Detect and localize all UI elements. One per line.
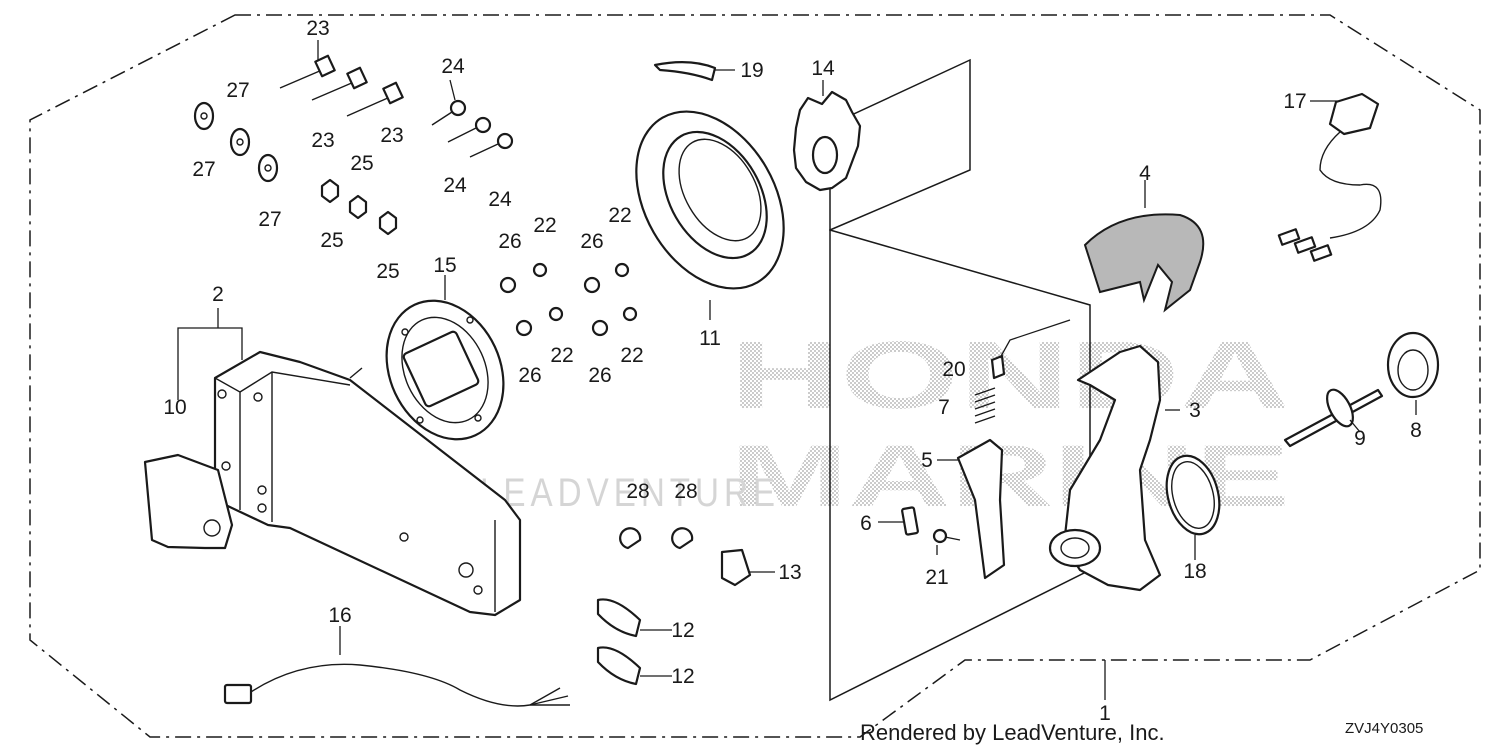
leader-lines <box>177 40 1417 700</box>
callout-17: 17 <box>1283 90 1306 113</box>
callout-14: 14 <box>811 57 835 80</box>
control-box-housing <box>213 350 522 617</box>
callout-27-b: 27 <box>192 158 215 181</box>
callout-22-a: 22 <box>533 214 556 237</box>
lever-cover <box>1083 213 1205 313</box>
callout-18: 18 <box>1183 560 1206 583</box>
credit-text: Rendered by LeadVenture, Inc. <box>860 720 1165 745</box>
bushing-8 <box>1386 331 1440 399</box>
callout-4: 4 <box>1139 162 1151 185</box>
callout-12-lower: 12 <box>671 665 694 688</box>
callout-6: 6 <box>860 512 872 535</box>
callout-23-a: 23 <box>306 17 329 40</box>
callout-24-a: 24 <box>441 55 465 78</box>
lever-small-parts <box>901 354 1006 580</box>
watermark-leadventure: LEADVENTURE <box>480 471 780 515</box>
strip <box>653 61 717 82</box>
callout-19: 19 <box>740 59 763 82</box>
callout-23-c: 23 <box>380 124 403 147</box>
callout-1: 1 <box>1099 702 1111 725</box>
mounting-flange <box>385 299 505 441</box>
callout-9: 9 <box>1354 427 1366 450</box>
control-lever <box>1048 344 1162 592</box>
callout-labels: 1 2 3 4 5 6 7 8 9 10 11 12 12 13 14 15 1… <box>163 17 1422 725</box>
callout-26-b: 26 <box>580 230 603 253</box>
switch-harness-17 <box>1277 92 1382 262</box>
screws-22-washers-26 <box>499 262 638 337</box>
callout-22-d: 22 <box>620 344 643 367</box>
callout-3: 3 <box>1189 399 1201 422</box>
bolts-23 <box>279 54 404 117</box>
ring-cover <box>635 110 785 290</box>
watermark-brand: HONDA <box>730 322 1290 429</box>
callout-12-upper: 12 <box>671 619 694 642</box>
callout-25-c: 25 <box>376 260 399 283</box>
clips-28 <box>619 527 694 550</box>
callout-24-b: 24 <box>443 174 467 197</box>
clip-13 <box>720 548 752 587</box>
links-12 <box>596 598 642 686</box>
gear <box>792 90 862 192</box>
housing-cover <box>143 453 234 550</box>
callout-26-c: 26 <box>518 364 541 387</box>
callout-7: 7 <box>938 396 950 419</box>
shaft-9 <box>1283 388 1384 448</box>
callout-22-c: 22 <box>550 344 573 367</box>
callout-23-b: 23 <box>311 129 334 152</box>
callout-21: 21 <box>925 566 948 589</box>
callout-10: 10 <box>163 396 186 419</box>
callout-20: 20 <box>942 358 965 381</box>
callout-27-a: 27 <box>226 79 249 102</box>
callout-24-c: 24 <box>488 188 512 211</box>
callout-28-a: 28 <box>626 480 649 503</box>
callout-26-d: 26 <box>588 364 611 387</box>
callout-11: 11 <box>699 327 721 350</box>
callout-2: 2 <box>212 283 224 306</box>
harness-16 <box>223 663 570 707</box>
screws-24 <box>431 99 514 158</box>
callout-5: 5 <box>921 449 933 472</box>
callout-8: 8 <box>1410 419 1422 442</box>
callout-28-b: 28 <box>674 480 697 503</box>
nuts-25 <box>320 178 398 236</box>
callout-27-c: 27 <box>258 208 281 231</box>
callout-22-b: 22 <box>608 204 631 227</box>
diagram-code: ZVJ4Y0305 <box>1345 720 1423 737</box>
callout-15: 15 <box>433 254 456 277</box>
callout-16: 16 <box>328 604 351 627</box>
washers-27 <box>193 101 279 183</box>
assembly-boundary <box>29 14 1481 738</box>
gasket-18 <box>1165 454 1221 536</box>
callout-25-a: 25 <box>350 152 373 175</box>
callout-26-a: 26 <box>498 230 521 253</box>
callout-13: 13 <box>778 561 801 584</box>
callout-25-b: 25 <box>320 229 343 252</box>
